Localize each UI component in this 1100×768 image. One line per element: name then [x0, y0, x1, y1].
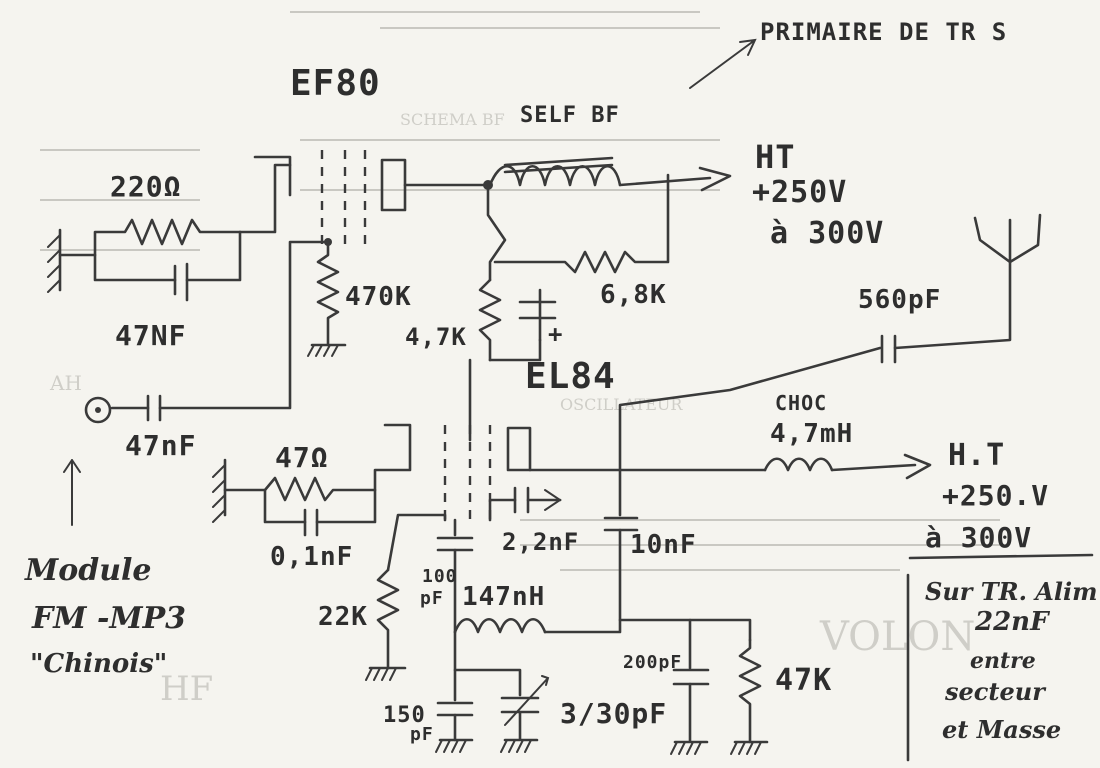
capacitor-2-2nf [513, 486, 530, 514]
label-47k: 47K [775, 663, 832, 698]
label-module-2: FM -MP3 [31, 601, 186, 636]
electrolytic-cap [518, 300, 557, 320]
label-100pf-bottom: pF [420, 588, 444, 609]
label-primaire: PRIMAIRE DE TR S [760, 18, 1007, 46]
label-ht-bottom-v1: +250.V [942, 479, 1049, 512]
ht-arrow-bottom [903, 453, 932, 480]
note-line-4: secteur [944, 677, 1047, 706]
label-choc: CHOC [775, 391, 827, 415]
label-10nf: 10nF [630, 530, 697, 560]
arrow-primaire [689, 38, 757, 89]
label-self-bf: SELF BF [520, 103, 620, 128]
capacitor-560pf [880, 334, 897, 364]
label-el84: EL84 [525, 356, 616, 397]
input-jack[interactable] [84, 396, 112, 424]
label-module-1: Module [24, 553, 152, 588]
el84-anode [506, 426, 532, 472]
ht-arrow-top [698, 166, 732, 192]
label-470k: 470K [345, 282, 412, 312]
ef80-anode [380, 158, 407, 212]
label-100pf-top: 100 [422, 566, 458, 587]
label-147nh: 147nH [462, 582, 545, 612]
bg-text-volon: VOLON [819, 614, 975, 660]
label-200pf: 200pF [623, 652, 682, 673]
label-ef80: EF80 [290, 63, 381, 104]
capacitor-47nf-input [146, 394, 162, 422]
resistor-6-8k [493, 173, 670, 274]
capacitor-0-1nf [303, 508, 319, 537]
resistor-47k [738, 638, 762, 744]
antenna [973, 213, 1042, 264]
note-line-2: 22nF [974, 607, 1050, 637]
note-line-5: et Masse [942, 715, 1061, 744]
label-47nf-cathode: 47NF [115, 319, 186, 352]
label-3-30pf: 3/30pF [560, 697, 667, 730]
choc-coil [763, 457, 834, 472]
label-560pf: 560pF [858, 285, 941, 315]
label-47-ohm: 47Ω [275, 441, 329, 474]
label-22k: 22K [318, 602, 368, 632]
resistor-22k [376, 568, 400, 670]
label-choc-value: 4,7mH [770, 419, 853, 449]
label-2-2nf: 2,2nF [502, 528, 579, 556]
label-plus: + [548, 320, 563, 348]
background-print: VOLON HF OSCILLATEUR SCHEMA BF AH [40, 11, 1000, 709]
label-ht-top-v2: à 300V [770, 216, 884, 251]
resistor-220-ohm [58, 218, 242, 257]
note-line-3: entre [970, 648, 1036, 674]
label-ht-bottom-v2: à 300V [925, 521, 1032, 554]
capacitor-150pf [436, 701, 474, 717]
label-ht-top-v1: +250V [752, 175, 847, 210]
el84-stage [212, 213, 1094, 762]
label-6-8k: 6,8K [600, 280, 667, 310]
label-150pf-bottom: pF [410, 724, 434, 745]
resistor-47-ohm [223, 423, 412, 502]
note-line-1: Sur TR. Alim [925, 577, 1098, 606]
label-ht-bottom: H.T [948, 438, 1005, 473]
bg-text-schema: SCHEMA BF [400, 110, 505, 129]
label-47nf-input: 47nF [125, 429, 196, 462]
resistor-4-7k [478, 278, 502, 362]
note-box [906, 553, 1094, 762]
ef80-stage [47, 38, 757, 526]
label-ht-top: HT [755, 138, 796, 176]
label-220-ohm: 220Ω [110, 170, 181, 203]
coil-147nh [453, 617, 547, 634]
label-0-1nf: 0,1nF [270, 542, 353, 572]
capacitor-47nf-cathode [173, 262, 189, 302]
capacitor-100pf [436, 536, 474, 552]
self-bf-coil [488, 165, 622, 187]
arrow-module [63, 459, 81, 526]
label-150pf-top: 150 [383, 703, 426, 728]
bg-text-ah: AH [49, 371, 82, 395]
resistor-470k [316, 240, 340, 347]
label-module-3: "Chinois" [30, 649, 167, 679]
label-4-7k: 4,7K [405, 323, 467, 351]
bg-text-hf: HF [160, 669, 213, 709]
